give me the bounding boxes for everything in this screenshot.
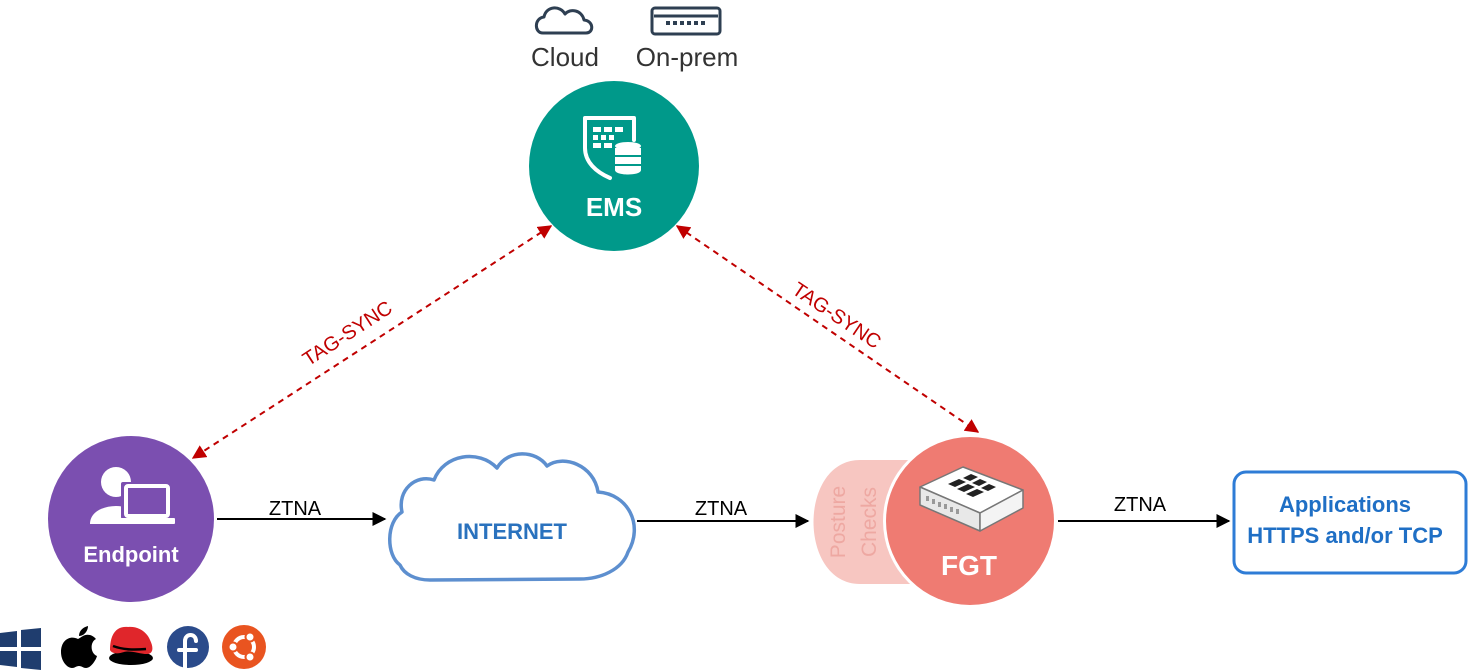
windows-icon bbox=[0, 628, 41, 670]
applications-subtitle: HTTPS and/or TCP bbox=[1247, 523, 1443, 548]
endpoint-label: Endpoint bbox=[83, 542, 179, 567]
ems-node[interactable]: EMS bbox=[529, 81, 699, 251]
checks-label: Checks bbox=[858, 487, 881, 557]
ubuntu-icon bbox=[222, 625, 266, 669]
tag-sync-link-endpoint bbox=[191, 225, 553, 459]
internet-label: INTERNET bbox=[457, 519, 568, 544]
on-prem-label: On-prem bbox=[636, 42, 739, 72]
redhat-icon bbox=[109, 626, 153, 665]
tag-sync-label-right: TAG-SYNC bbox=[788, 278, 885, 353]
ztna-label-2: ZTNA bbox=[695, 498, 748, 520]
fgt-node[interactable]: FGT bbox=[883, 434, 1057, 608]
tag-sync-label-left: TAG-SYNC bbox=[299, 297, 396, 371]
internet-cloud: INTERNET bbox=[388, 452, 636, 582]
tag-sync-link-fgt bbox=[675, 225, 980, 433]
posture-label: Posture bbox=[827, 486, 850, 558]
appliance-icon bbox=[650, 6, 722, 36]
ztna-label-3: ZTNA bbox=[1114, 494, 1167, 516]
endpoint-node[interactable]: Endpoint bbox=[48, 436, 214, 602]
user-laptop-icon bbox=[90, 467, 175, 524]
ztna-label-1: ZTNA bbox=[269, 498, 322, 520]
fgt-label: FGT bbox=[941, 550, 997, 581]
ems-label: EMS bbox=[586, 192, 642, 222]
cloud-icon bbox=[534, 6, 594, 35]
fortigate-appliance-icon bbox=[919, 466, 1024, 532]
apple-icon bbox=[61, 626, 97, 668]
fedora-icon bbox=[167, 626, 209, 670]
applications-box[interactable]: Applications HTTPS and/or TCP bbox=[1232, 470, 1468, 575]
cloud-label: Cloud bbox=[531, 42, 599, 72]
ems-shield-database-icon bbox=[583, 116, 641, 180]
applications-title: Applications bbox=[1279, 492, 1411, 517]
